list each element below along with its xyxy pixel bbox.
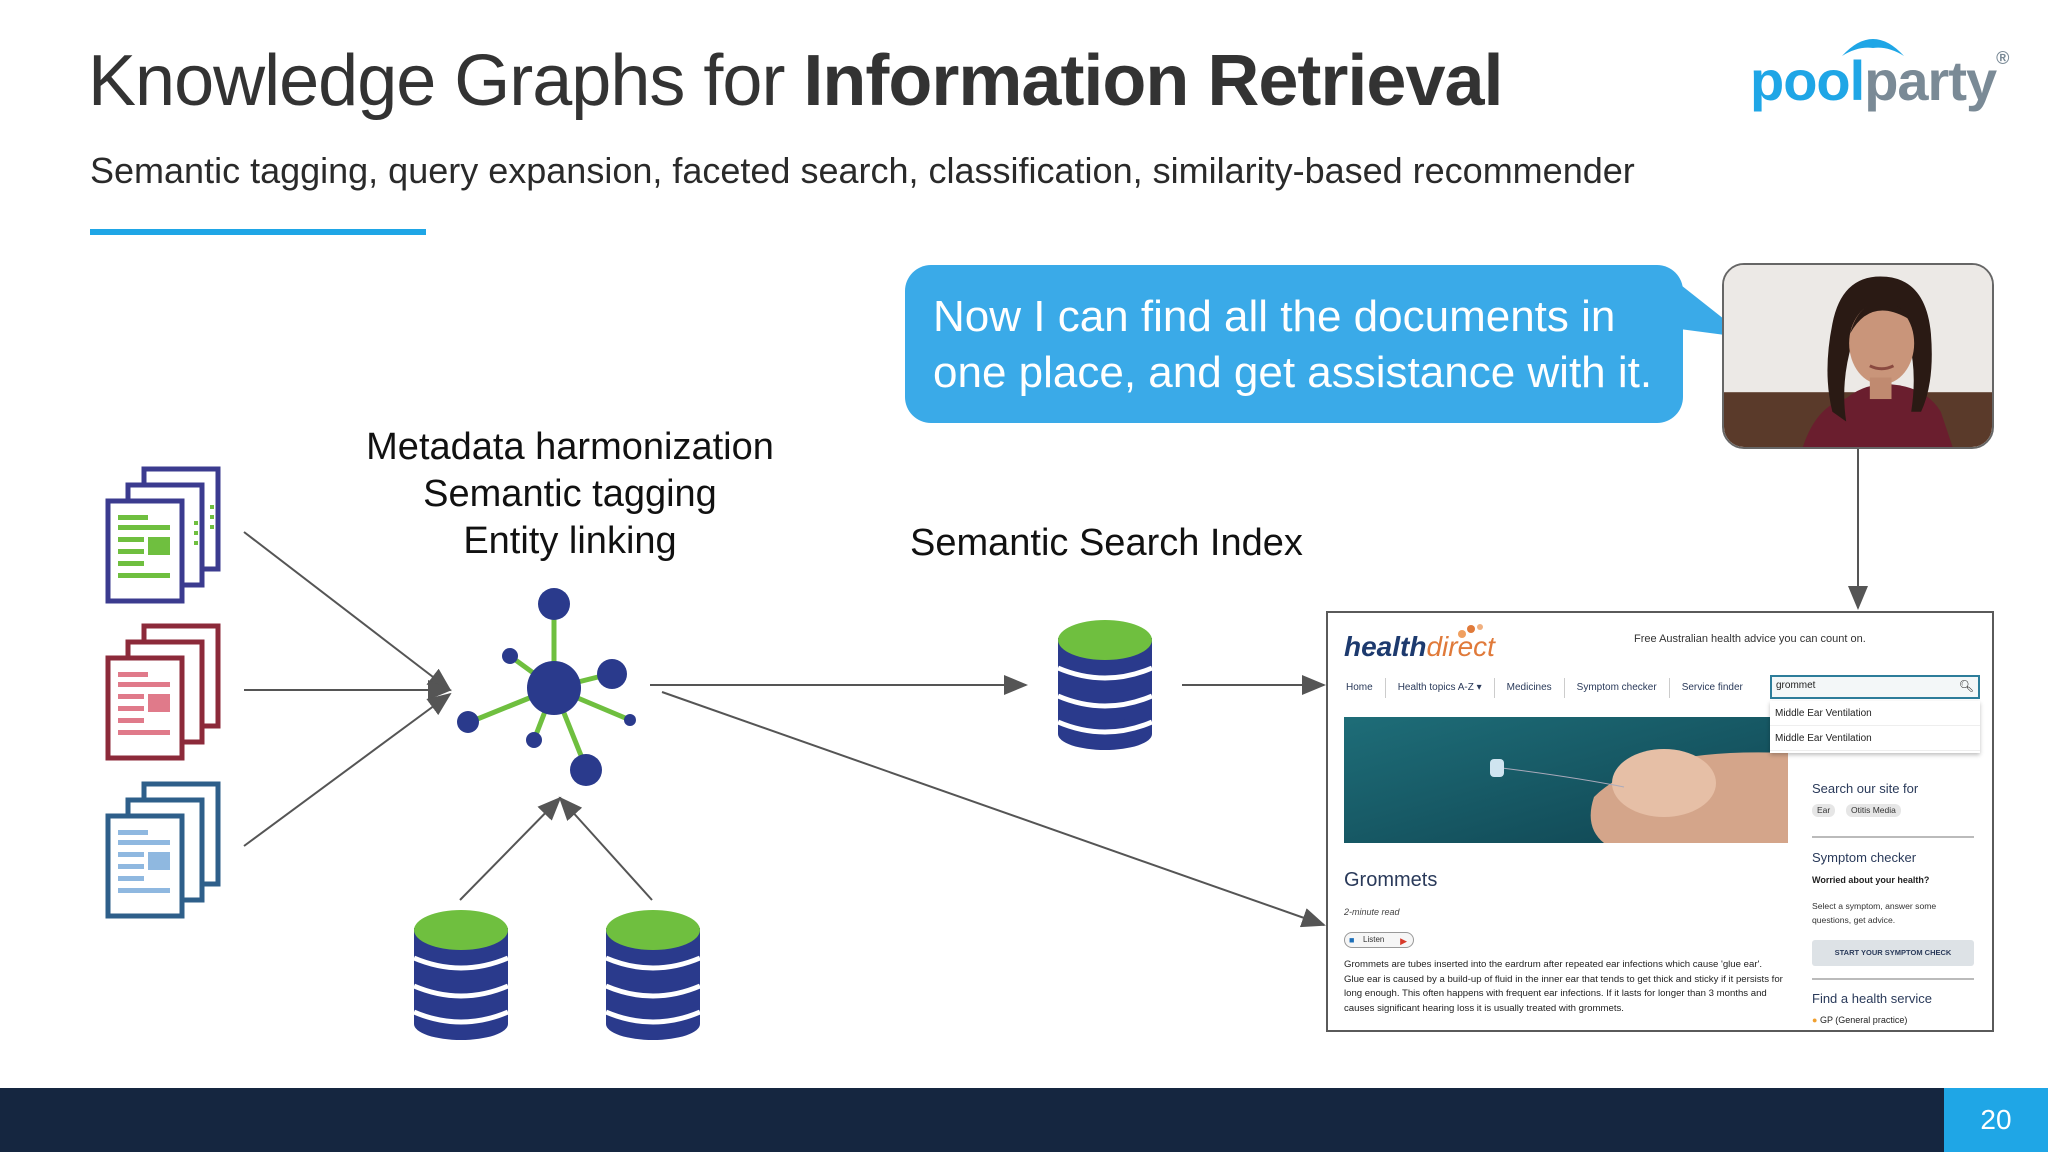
nav-service-finder[interactable]: Service finder (1681, 682, 1743, 693)
logo-registered: ® (1996, 48, 2009, 68)
label-entity-linking: Entity linking (463, 520, 677, 562)
nav-symptom-checker[interactable]: Symptom checker (1565, 678, 1670, 698)
umbrella-icon (1842, 39, 1904, 56)
healthdirect-nav: Home Health topics A-Z ▾ Medicines Sympt… (1334, 673, 1755, 703)
search-icon[interactable]: 🔍︎ (1958, 679, 1974, 693)
search-suggestions: Middle Ear Ventilation Middle Ear Ventil… (1770, 701, 1980, 753)
service-item-gp[interactable]: ● GP (General practice) (1812, 1015, 1908, 1025)
slide-title-light: Knowledge Graphs for (88, 41, 804, 121)
search-site-title: Search our site for (1812, 781, 1919, 796)
speech-bubble: Now I can find all the documents in one … (905, 265, 1683, 423)
knowledge-graph-icon (457, 588, 636, 786)
listen-button[interactable]: ■ Listen ▶ (1344, 932, 1414, 948)
article-body: Grommets are tubes inserted into the ear… (1344, 959, 1783, 1014)
logo-dots-icon (1458, 624, 1483, 638)
healthdirect-logo: healthdirect (1344, 631, 1495, 662)
sidebar-divider (1812, 836, 1974, 838)
slide-subtitle: Semantic tagging, query expansion, facet… (90, 150, 1635, 191)
slide-title: Knowledge Graphs for Information Retriev… (88, 40, 1504, 122)
gp-icon: ● (1812, 1015, 1818, 1025)
nav-home[interactable]: Home (1334, 678, 1386, 698)
tag-ear[interactable]: Ear (1812, 804, 1836, 817)
nav-medicines[interactable]: Medicines (1495, 678, 1565, 698)
healthdirect-screenshot: healthdirect Free Australian health advi… (1326, 611, 1994, 1032)
documents-stack-2 (105, 623, 221, 761)
slide-title-bold: Information Retrieval (803, 41, 1503, 121)
listen-label: Listen (1363, 935, 1385, 944)
documents-stack-1 (105, 466, 221, 604)
label-metadata-harmonization: Metadata harmonization (366, 426, 774, 468)
processing-label: Metadata harmonization Semantic tagging … (360, 424, 780, 565)
grommet-hero-image (1344, 717, 1788, 843)
logo-pool: pool (1750, 49, 1865, 112)
slide-footer (0, 1088, 2048, 1152)
article-title: Grommets (1344, 869, 1438, 891)
find-health-service-title: Find a health service (1812, 991, 1932, 1006)
accent-rule (90, 229, 426, 235)
semantic-search-index-label: Semantic Search Index (910, 522, 1303, 564)
search-input-value: grommet (1776, 680, 1816, 691)
database-icon-index (1057, 620, 1153, 750)
speaker-icon: ■ (1349, 935, 1355, 945)
database-icon-source-1 (413, 910, 509, 1040)
suggestion-item[interactable]: Middle Ear Ventilation (1770, 726, 1980, 751)
tag-otitis-media[interactable]: Otitis Media (1846, 804, 1901, 817)
nav-health-topics[interactable]: Health topics A-Z ▾ (1386, 678, 1495, 698)
label-semantic-tagging: Semantic tagging (423, 473, 717, 515)
sidebar-divider (1812, 978, 1974, 980)
symptom-description: Select a symptom, answer some questions,… (1812, 901, 1937, 925)
healthdirect-tagline: Free Australian health advice you can co… (1634, 633, 1866, 645)
suggestion-item[interactable]: Middle Ear Ventilation (1770, 701, 1980, 726)
poolparty-logo: poolparty® (1750, 28, 2020, 118)
documents-stack-3 (105, 781, 221, 919)
symptom-question: Worried about your health? (1812, 875, 1930, 885)
logo-party: party (1864, 49, 1997, 112)
play-icon: ▶ (1400, 936, 1407, 946)
read-time: 2-minute read (1344, 907, 1400, 917)
symptom-checker-title: Symptom checker (1812, 850, 1917, 865)
search-input[interactable]: grommet 🔍︎ (1770, 675, 1980, 699)
user-photo (1722, 263, 1994, 449)
start-symptom-check-button[interactable]: START YOUR SYMPTOM CHECK (1812, 940, 1974, 966)
page-number: 20 (1944, 1088, 2048, 1152)
database-icon-source-2 (605, 910, 701, 1040)
speech-bubble-text: Now I can find all the documents in one … (933, 292, 1653, 397)
